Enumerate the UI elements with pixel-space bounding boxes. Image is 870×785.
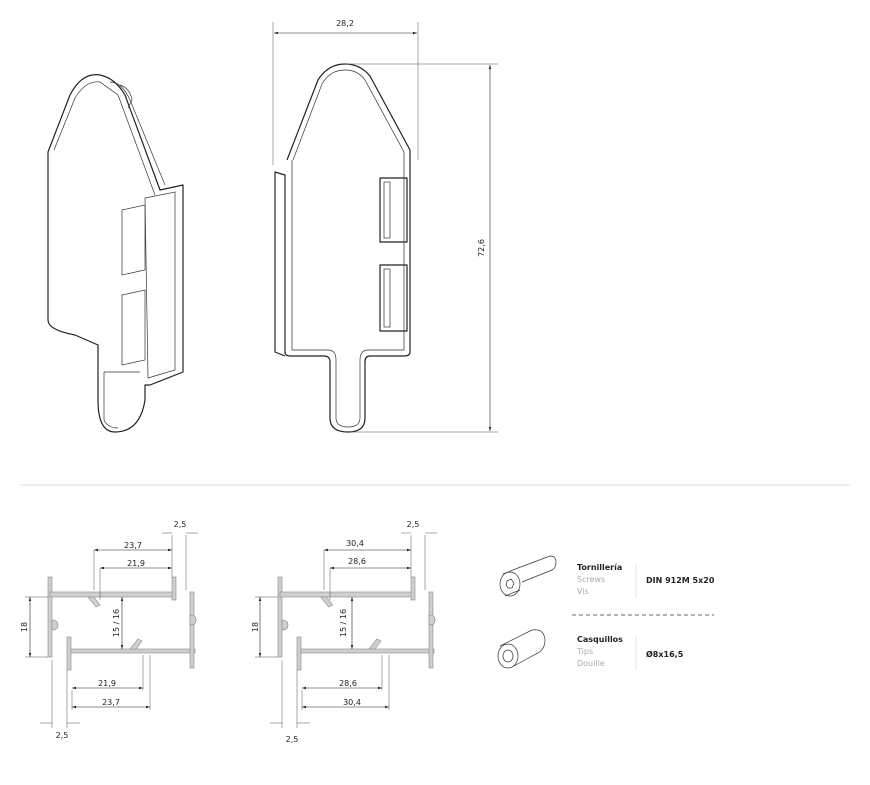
profile-wall xyxy=(47,576,53,658)
dim-bottom-wall: 2,5 xyxy=(286,735,299,744)
profile-wall xyxy=(410,576,416,601)
profile-b-labels: 2,5 30,4 28,6 18 15 / 16 28,6 30,4 2,5 xyxy=(251,520,419,744)
dim-bottom-outer: 23,7 xyxy=(102,698,120,707)
part-name-en: Tips xyxy=(576,647,593,656)
bracket-front-view: 28,2 72,6 xyxy=(272,19,498,433)
profile-wall xyxy=(279,591,413,598)
bracket-isometric-view xyxy=(47,74,184,433)
dim-height: 18 xyxy=(251,622,260,632)
profile-wall xyxy=(69,648,196,654)
part-name-es: Casquillos xyxy=(577,635,623,644)
dim-top-outer: 30,4 xyxy=(346,539,364,548)
dim-gap: 15 / 16 xyxy=(112,609,121,637)
profile-wall xyxy=(428,591,434,669)
part-name-fr: Douille xyxy=(577,659,605,668)
dim-top-wall: 2,5 xyxy=(407,520,420,529)
dim-height: 18 xyxy=(20,622,29,632)
bushing-icon xyxy=(497,629,546,669)
part-spec: Ø8x16,5 xyxy=(646,649,684,659)
dim-bottom-wall: 2,5 xyxy=(56,731,69,740)
part-name-en: Screws xyxy=(577,575,605,584)
profile-wall xyxy=(171,576,177,601)
profile-a-labels: 2,5 23,7 21,9 18 15 / 16 21,9 23,7 2,5 xyxy=(20,520,186,740)
part-screws: Tornillería Screws Vis DIN 912M 5x20 xyxy=(499,555,715,598)
dim-bottom-inner: 28,6 xyxy=(339,679,357,688)
dim-bottom-inner: 21,9 xyxy=(98,679,116,688)
dim-top-outer: 23,7 xyxy=(124,541,142,550)
part-name-fr: Vis xyxy=(577,587,589,596)
dim-top-wall: 2,5 xyxy=(174,520,187,529)
dimension-width: 28,2 xyxy=(336,19,354,28)
part-bushings: Casquillos Tips Douille Ø8x16,5 xyxy=(497,629,684,670)
dimension-height: 72,6 xyxy=(477,239,486,257)
profile-wall xyxy=(189,591,195,669)
dim-bottom-outer: 30,4 xyxy=(343,698,361,707)
dim-top-inner: 21,9 xyxy=(127,559,145,568)
dim-gap: 15 / 16 xyxy=(339,609,348,637)
profile-b xyxy=(255,532,437,728)
screw-icon xyxy=(499,555,557,597)
part-spec: DIN 912M 5x20 xyxy=(646,576,715,585)
profile-wall xyxy=(299,648,435,654)
profile-wall xyxy=(49,591,174,598)
profile-wall xyxy=(296,636,302,671)
profile-wall xyxy=(66,636,72,671)
profile-a xyxy=(25,532,198,728)
profile-wall xyxy=(277,576,283,658)
part-name-es: Tornillería xyxy=(577,563,622,572)
dim-top-inner: 28,6 xyxy=(348,557,366,566)
